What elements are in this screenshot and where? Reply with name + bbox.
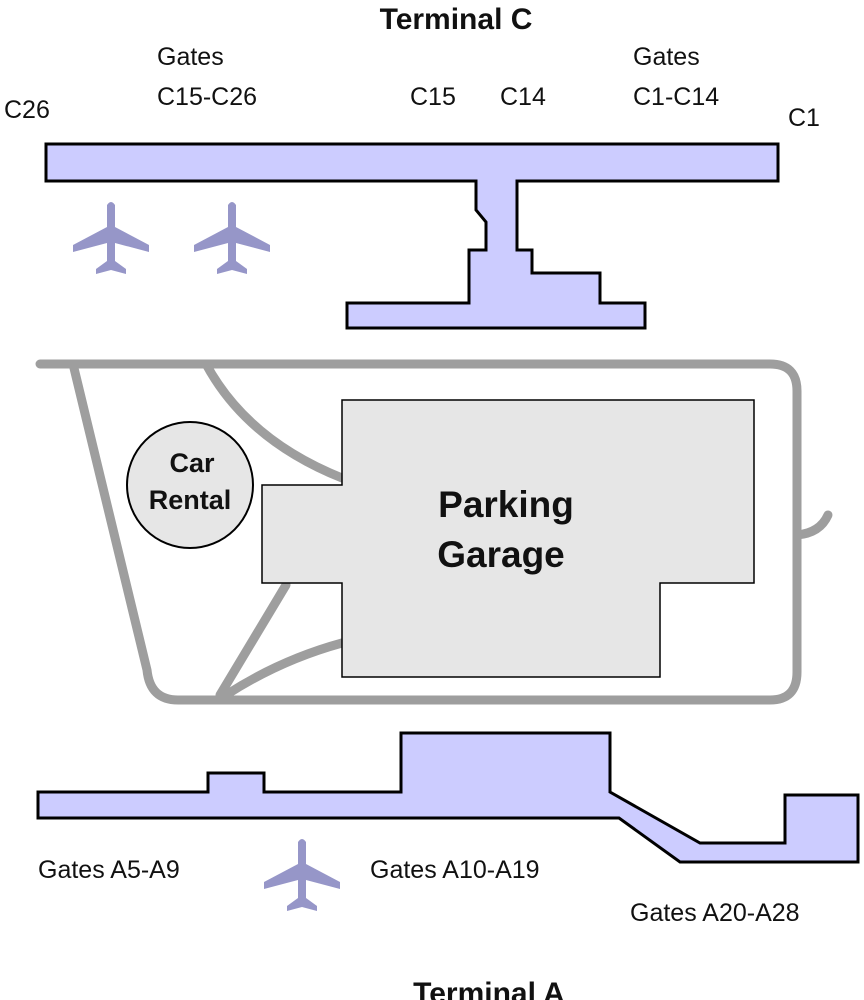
terminal-c-gates-east-label: Gates — [633, 43, 700, 71]
terminal-a-title: Terminal A — [413, 977, 565, 1000]
road-ramp-sw-1 — [215, 580, 291, 700]
road-ramp-sw-2 — [221, 638, 347, 700]
gate-c1-label: C1 — [788, 104, 820, 132]
terminal-c-gates-east-range: C1-C14 — [633, 83, 719, 111]
road-loop — [35, 359, 802, 705]
airplane-icon — [73, 202, 149, 274]
parking-garage-label-line1: Parking — [438, 484, 574, 525]
terminal-c-building — [44, 142, 780, 330]
parking-garage-label-line2: Garage — [437, 534, 565, 575]
road-ramp-north — [201, 359, 347, 483]
car-rental-building — [126, 421, 254, 549]
roads — [35, 359, 833, 705]
airplane-icon — [264, 839, 340, 911]
terminal-c-gates-west-label: Gates — [157, 43, 224, 71]
gate-c15-label: C15 — [410, 83, 456, 111]
car-rental-label-line1: Car — [169, 448, 215, 478]
terminal-c-gates-west-range: C15-C26 — [157, 83, 257, 111]
gate-c26-label: C26 — [4, 96, 50, 124]
car-rental-label-line2: Rental — [149, 485, 232, 515]
gate-c14-label: C14 — [500, 83, 546, 111]
terminal-c-title: Terminal C — [380, 3, 533, 36]
parking-garage-building — [261, 399, 755, 678]
terminal-a-gates-a20-a28: Gates A20-A28 — [630, 899, 800, 927]
terminal-a-gates-a5-a9: Gates A5-A9 — [38, 856, 180, 884]
terminal-a-building — [36, 731, 860, 864]
terminal-a-gates-a10-a19: Gates A10-A19 — [370, 856, 540, 884]
airplane-icon — [194, 202, 270, 274]
road-spur-east — [792, 510, 833, 540]
